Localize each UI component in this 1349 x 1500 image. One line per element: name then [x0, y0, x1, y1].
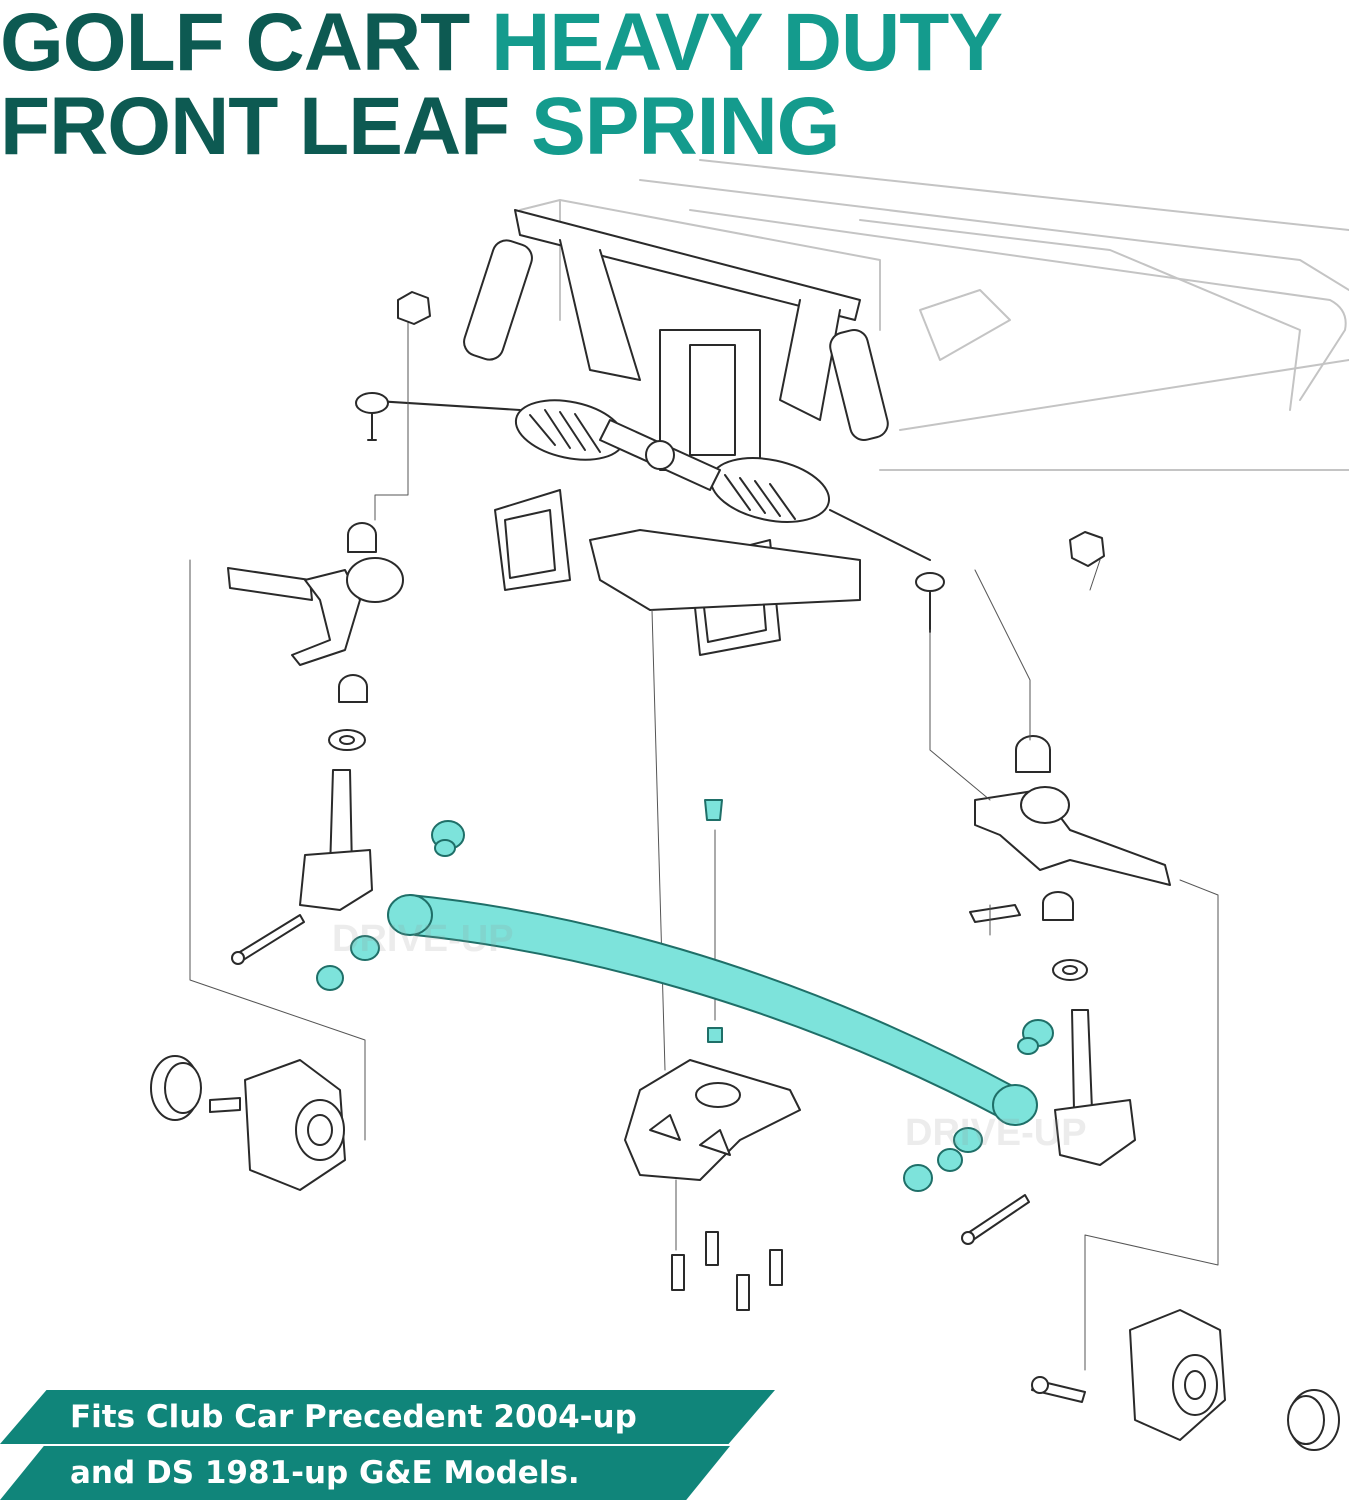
headline-line-2: FRONT LEAF SPRING	[0, 86, 840, 168]
center-mount-brackets	[494, 489, 861, 656]
left-hub	[150, 1055, 346, 1191]
mounting-bolts	[671, 1231, 783, 1311]
explosion-guide-lines	[189, 319, 1219, 1371]
headline-teal-text: SPRING	[531, 81, 840, 172]
compatibility-banner-line-1: Fits Club Car Precedent 2004-up	[0, 1390, 775, 1444]
headline-teal-text: HEAVY DUTY	[491, 0, 1003, 88]
leaf-spring	[387, 894, 1038, 1126]
right-spindle-assembly	[969, 735, 1171, 981]
spring-bushings	[316, 799, 1054, 1192]
headline-line-1: GOLF CART HEAVY DUTY	[0, 2, 1003, 84]
chassis-frame	[519, 159, 1349, 471]
tie-rod-ends	[355, 392, 945, 633]
watermark-text: DRIVE-UP	[905, 1112, 1087, 1154]
compatibility-text: Fits Club Car Precedent 2004-up	[70, 1399, 637, 1435]
lock-nuts	[397, 291, 1105, 567]
headline-dark-text: FRONT LEAF	[0, 81, 510, 172]
headline-dark-text: GOLF CART	[0, 0, 470, 88]
watermark-text: DRIVE-UP	[332, 918, 514, 960]
compatibility-text: and DS 1981-up G&E Models.	[70, 1455, 580, 1491]
right-hub	[1031, 1309, 1340, 1451]
compatibility-banner-line-2: and DS 1981-up G&E Models.	[0, 1446, 730, 1500]
left-kingpin	[231, 769, 373, 965]
left-spindle-assembly	[227, 522, 404, 751]
front-frame-assembly	[463, 209, 889, 471]
right-kingpin	[961, 1009, 1136, 1245]
spring-mount-plate	[624, 1059, 801, 1181]
